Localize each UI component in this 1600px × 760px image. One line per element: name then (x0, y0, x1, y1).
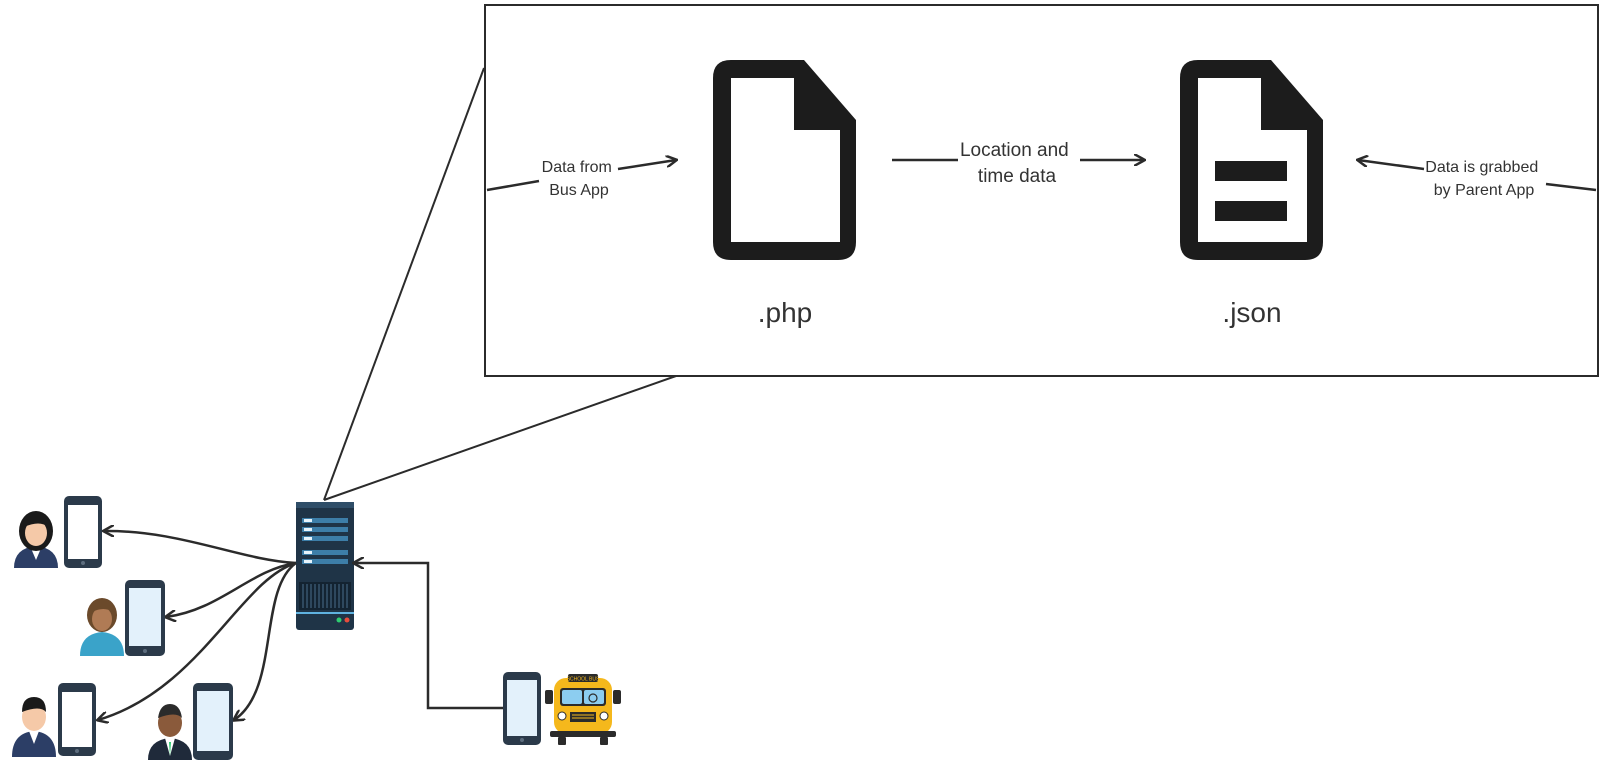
arrow-out-stem (1545, 182, 1597, 192)
server-to-parent-4-connector (234, 561, 297, 720)
arrow-in-label: Data from Bus App (542, 159, 617, 199)
arrow-in-head (617, 160, 676, 171)
arrow-out-head (1358, 160, 1425, 171)
arrow-middle-label: Location and time data (960, 140, 1074, 187)
smartphone-icon (64, 496, 102, 568)
zoom-box (484, 4, 1599, 377)
server-icon (296, 502, 354, 630)
smartphone-icon (125, 580, 165, 656)
json-file-icon (1180, 60, 1323, 260)
man-avatar-icon (12, 697, 56, 757)
zoom-line-bottom (323, 375, 677, 501)
woman-avatar-icon (80, 598, 124, 656)
server-to-parent-2-connector (166, 561, 297, 617)
svg-text:SCHOOL BUS: SCHOOL BUS (567, 677, 600, 683)
smartphone-icon (503, 672, 541, 745)
php-file-label: .php (758, 297, 813, 328)
smartphone-icon (193, 683, 233, 760)
arrow-in-stem (486, 179, 540, 192)
server-to-parent-3-connector (98, 561, 297, 720)
bus-to-server-connector (354, 563, 503, 710)
school-bus-icon: SCHOOL BUS (545, 674, 621, 745)
woman-avatar-icon (14, 511, 58, 568)
json-file-label: .json (1222, 297, 1281, 328)
server-to-parent-1-connector (104, 531, 297, 565)
arrow-out-label: Data is grabbed by Parent App (1425, 159, 1542, 199)
php-file-icon (713, 60, 856, 260)
smartphone-icon (58, 683, 96, 756)
man-suit-avatar-icon (148, 704, 192, 760)
zoom-line-top (323, 67, 485, 501)
